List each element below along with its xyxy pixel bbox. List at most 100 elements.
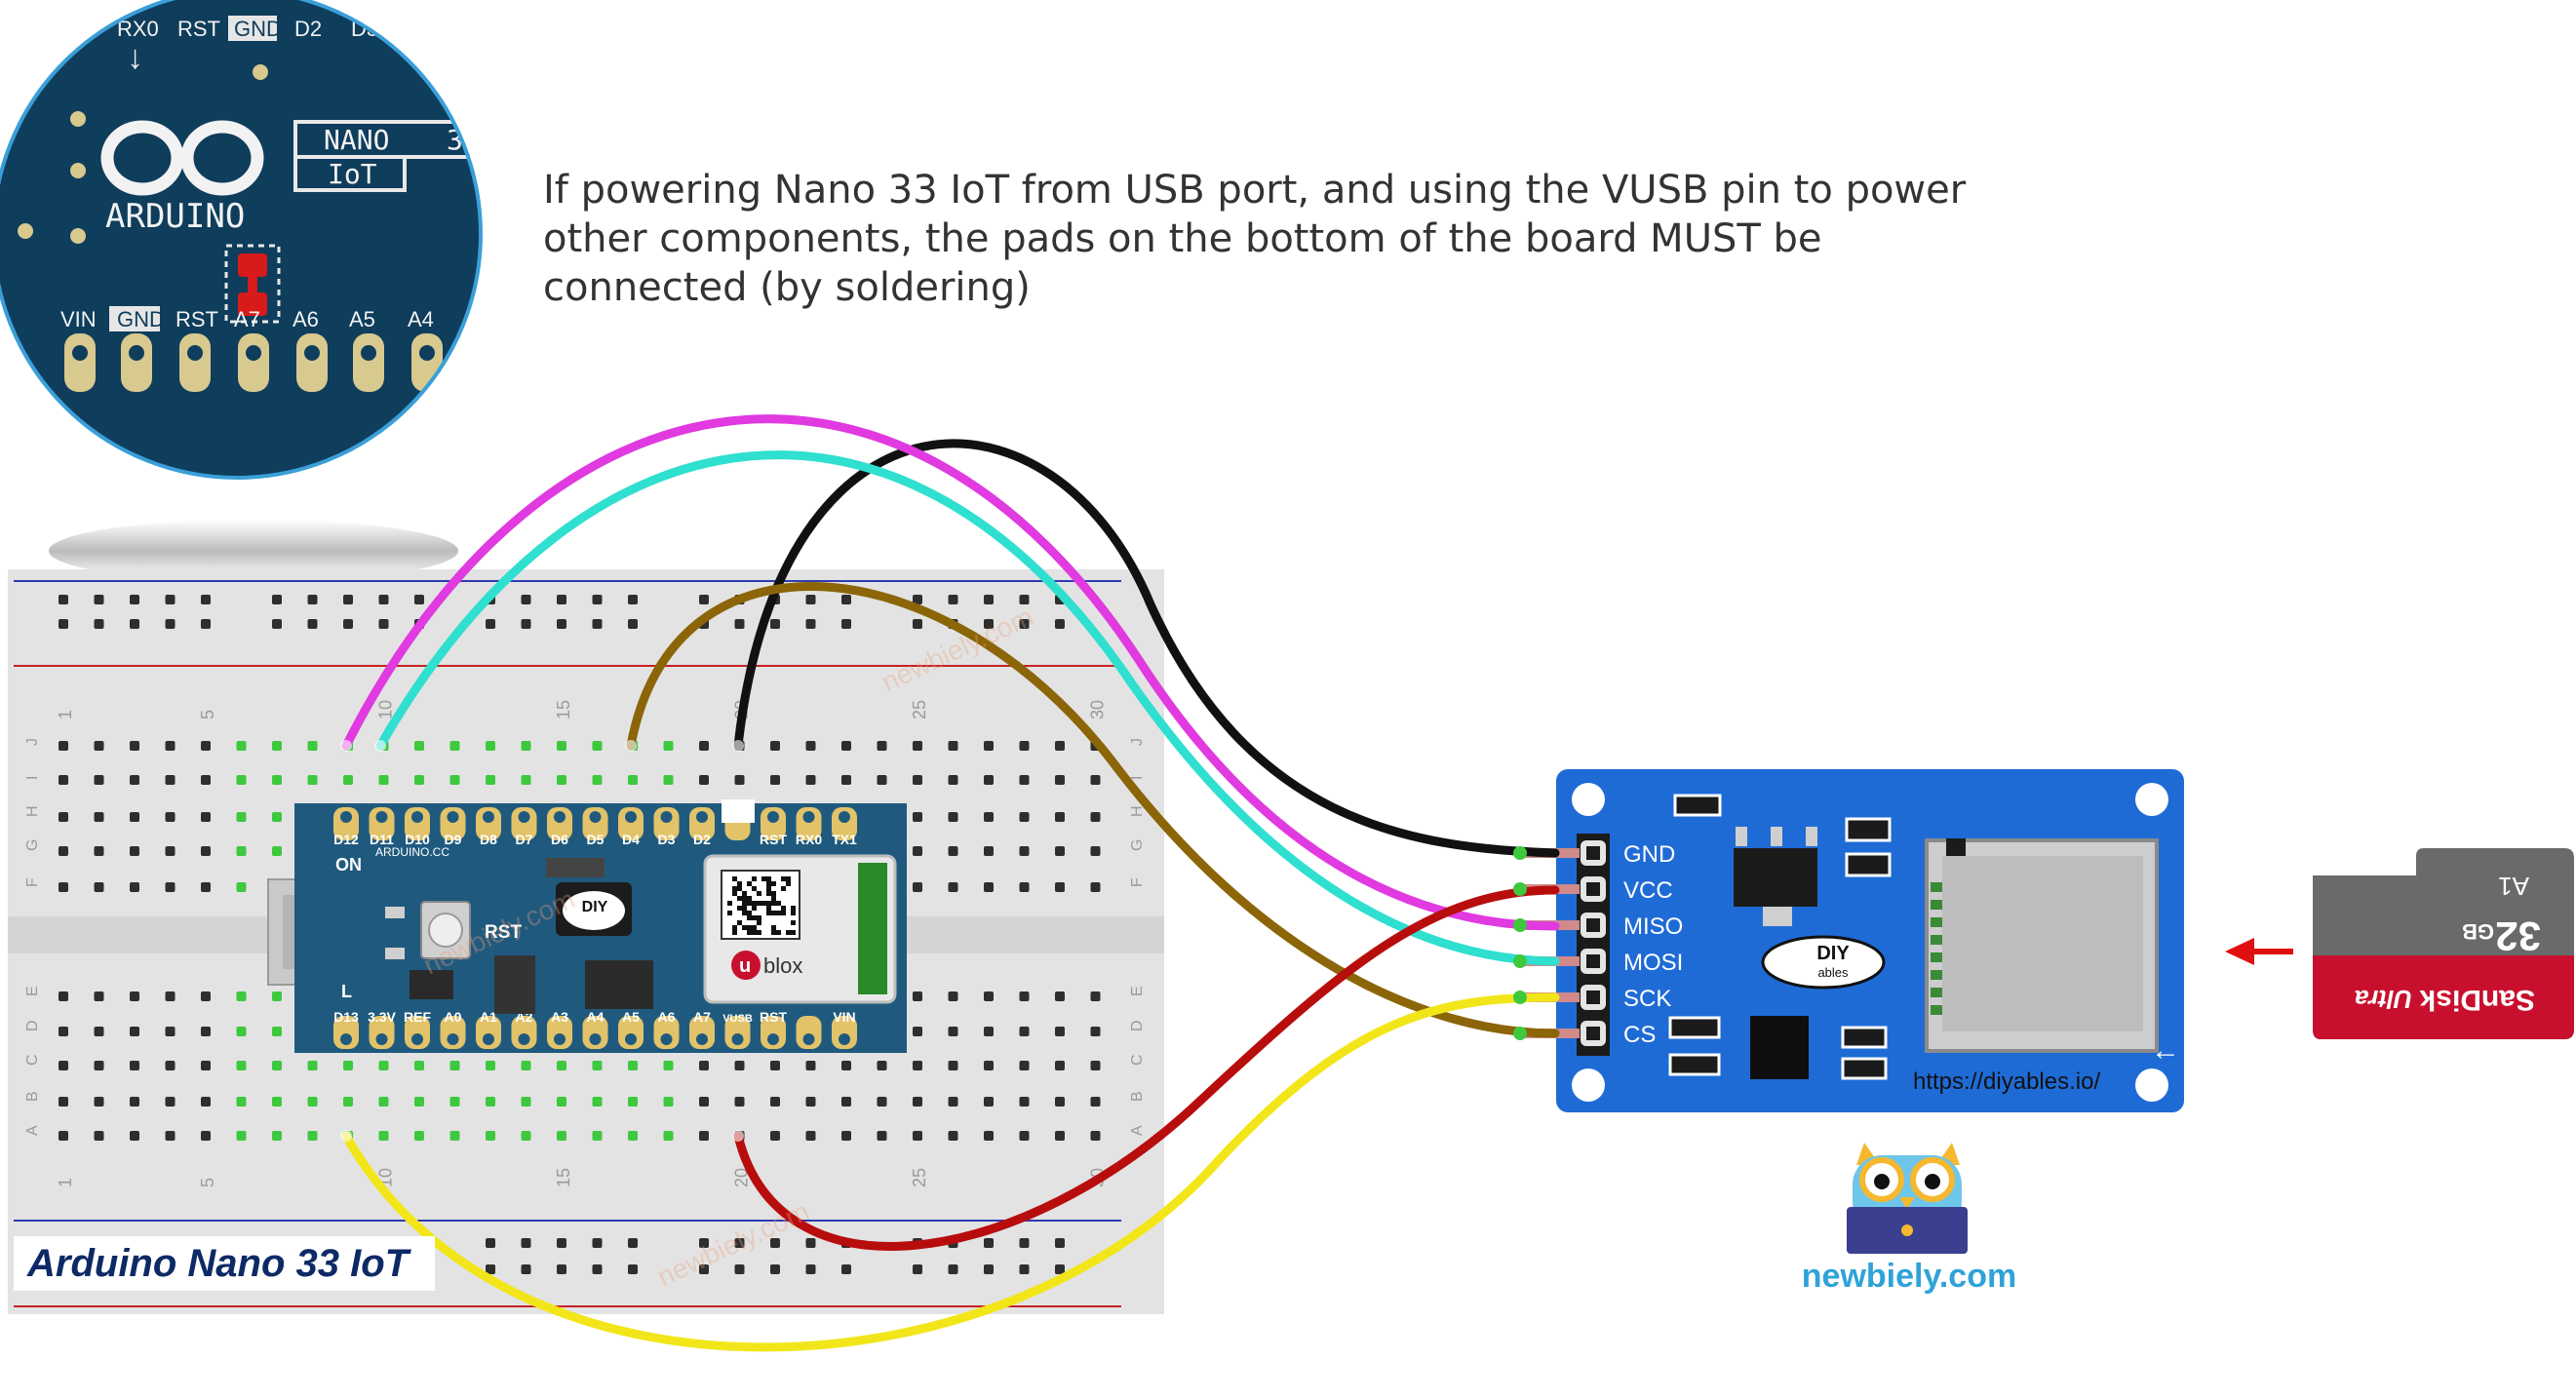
inset-top-pin-label: D2 (294, 17, 322, 41)
inset-bottom-pin-label: A4 (408, 307, 434, 331)
nano-bottom-pin-label: REF (404, 1009, 431, 1025)
inset-bottom-pin-label: VIN (60, 307, 97, 331)
sd-module-pin-label: MISO (1623, 913, 1683, 940)
wire-black-gnd (733, 439, 1560, 858)
nano-bottom-pin-label: A6 (658, 1009, 676, 1025)
sd-card-capacity: 32 (2495, 913, 2541, 959)
breadboard-row-letter: E (24, 986, 41, 996)
breadboard-col-number: 15 (554, 700, 573, 719)
inset-top-pin-label: RX0 (117, 17, 159, 41)
inset-top-pin-label: GND (234, 17, 282, 41)
breadboard-row-letter: H (24, 805, 41, 817)
nano-top-pin-label: D11 (370, 832, 394, 847)
breadboard-col-number: 1 (56, 1178, 75, 1187)
arduino-infinity-logo (100, 120, 264, 196)
breadboard-row-letter: G (24, 839, 41, 851)
breadboard-row-letter: B (1129, 1091, 1146, 1102)
breadboard-row-letter: J (24, 738, 41, 746)
wire-brown-cs (626, 581, 1560, 1038)
solder-pads (224, 244, 281, 324)
board-caption: Arduino Nano 33 IoT (14, 1236, 435, 1291)
breadboard-col-number: 1 (56, 710, 75, 719)
nano-bottom-pin-label: VIN (833, 1009, 855, 1025)
nano-top-pin-label: D4 (622, 832, 640, 847)
wire-red-vcc (733, 885, 1560, 1251)
breadboard-col-number: 25 (910, 700, 929, 719)
nano-top-pin-label: D5 (587, 832, 605, 847)
wires (340, 414, 1560, 1352)
svg-text:DIY: DIY (582, 899, 608, 915)
micro-sd-module: DIY ables ← https://diyables.io/ GNDVCCM… (1521, 769, 2184, 1112)
breadboard-col-number: 15 (554, 1168, 573, 1187)
breadboard-row-letter: J (1129, 738, 1146, 746)
breadboard-row-letter: H (1129, 805, 1146, 817)
breadboard-col-number: 30 (1088, 700, 1108, 719)
vusb-note: If powering Nano 33 IoT from USB port, a… (543, 168, 1967, 310)
breadboard-row-letter: B (24, 1091, 41, 1102)
inset-bottom-pin-label: A5 (349, 307, 375, 331)
sd-module-diyables-logo: DIY ables (1761, 935, 1886, 990)
nano-bottom-pin-label: A4 (587, 1009, 605, 1025)
nano-rst-label: RST (485, 922, 522, 943)
sd-module-pin-label: SCK (1623, 986, 1671, 1012)
inset-iot-badge (293, 155, 407, 192)
breadboard-row-letter: A (24, 1125, 41, 1136)
ublox-u-text: u (739, 955, 751, 977)
sd-module-pin-label: VCC (1623, 877, 1673, 904)
sd-card-unit: GB (2462, 919, 2494, 944)
sd-card-line: Ultra (2355, 985, 2412, 1014)
nano-top-pin-label: TX1 (832, 832, 857, 847)
nano-on-label: ON (335, 855, 362, 874)
nano-top-pin-label: D10 (405, 832, 430, 847)
nano-top-pin-label: D3 (658, 832, 676, 847)
inset-arrow-icon: ↓ (127, 39, 143, 76)
nano-top-pin-label: D9 (445, 832, 462, 847)
breadboard-row-letter: I (24, 776, 41, 780)
newbiely-brand: newbiely.com (1801, 1258, 2017, 1295)
nano-site-label: ARDUINO.CC (375, 845, 449, 859)
micro-sd-card: SanDisk Ultra 32 GB A1 (2225, 848, 2574, 1039)
nano-bottom-pin-label: A5 (622, 1009, 640, 1025)
breadboard-col-number: 5 (198, 710, 217, 719)
nano-top-pin-label: D7 (516, 832, 533, 847)
sd-module-url: https://diyables.io/ (1913, 1069, 2100, 1095)
breadboard-col-number: 10 (376, 700, 396, 719)
nano-bottom-pin-label: A0 (445, 1009, 462, 1025)
inset-iot-badge-text: IoT (328, 158, 377, 190)
inset-bottom-pin-label: A6 (293, 307, 319, 331)
inset-top-pin-label: RST (177, 17, 220, 41)
nano-top-pin-label: D12 (333, 832, 359, 847)
breadboard-row-letter: F (24, 877, 41, 887)
nano-top-pin-label: RX0 (796, 832, 822, 847)
breadboard-col-number: 5 (198, 1178, 217, 1187)
sd-module-pin-label: MOSI (1623, 950, 1683, 976)
sd-card-class: A1 (2498, 872, 2529, 901)
breadboard-row-letter: D (24, 1020, 41, 1031)
inset-nano-badge-text: NANO (324, 124, 389, 156)
reset-button (420, 901, 471, 959)
inset-bottom-pin-label: RST (176, 307, 218, 331)
breadboard-row-letter: G (1129, 839, 1146, 851)
breadboard-row-letter: E (1129, 986, 1146, 996)
nano-bottom-pin-label: 3.3V (368, 1009, 396, 1025)
nano-top-pin-label: D6 (551, 832, 568, 847)
ublox-brand-text: blox (763, 953, 802, 978)
nano-top-pin-label: D8 (480, 832, 497, 847)
wire-cyan-mosi (375, 450, 1560, 966)
inset-bottom-pin-label: GND (117, 307, 165, 331)
ublox-module: u blox (703, 854, 897, 1004)
sd-module-pin-label: CS (1623, 1022, 1656, 1048)
wire-yellow-sck (341, 992, 1560, 1352)
breadboard-row-letter: F (1129, 877, 1146, 887)
breadboard-row-letter: D (1129, 1020, 1146, 1031)
nano-bottom-pin-label: A1 (480, 1009, 497, 1025)
breadboard-col-number: 20 (732, 1168, 752, 1187)
breadboard-row-letter: C (24, 1054, 41, 1066)
sd-module-pin-label: GND (1623, 841, 1675, 868)
sd-card-brand: SanDisk (2419, 984, 2535, 1016)
nano-bottom-pin-label: RST (760, 1009, 787, 1025)
nano-diyables-logo: DIY (556, 882, 632, 936)
nano-bottom-pin-label: VUSB (722, 1013, 753, 1025)
